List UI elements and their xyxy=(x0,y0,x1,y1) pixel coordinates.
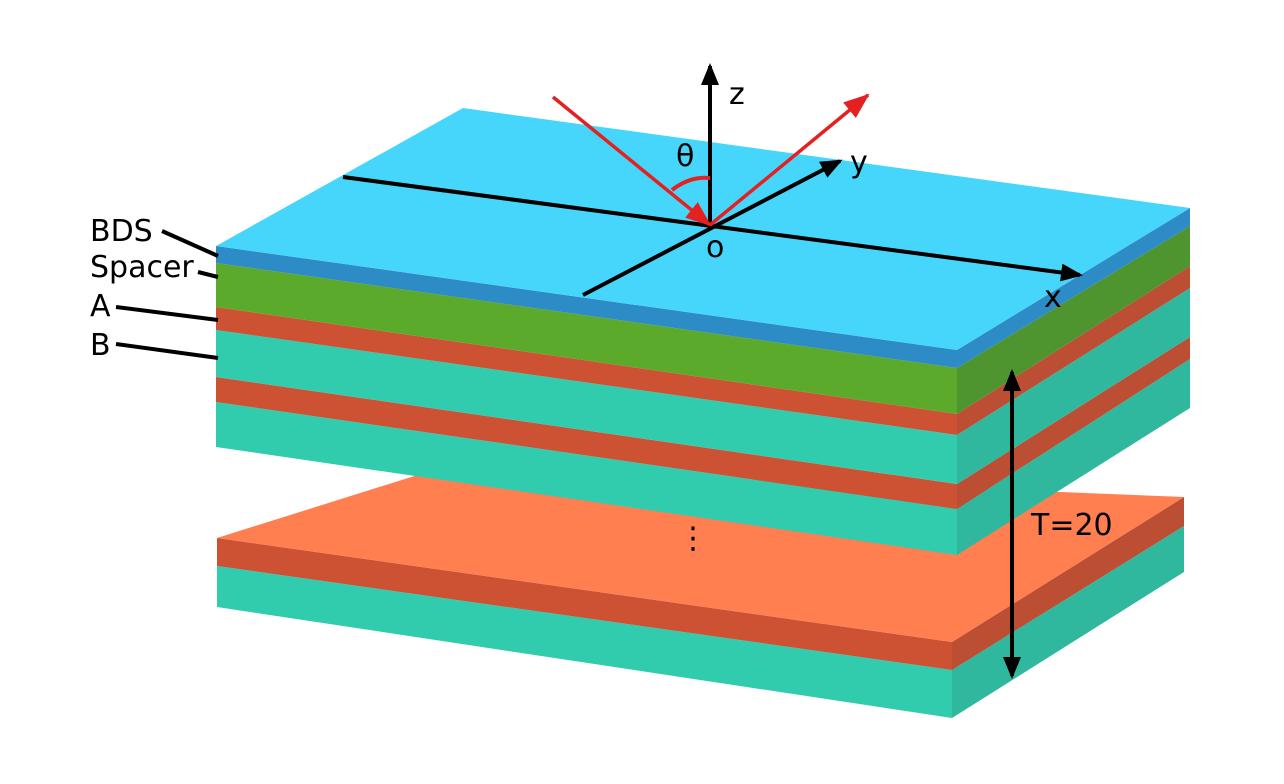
b-leader xyxy=(115,342,219,360)
b-label: B xyxy=(90,328,111,363)
layer-labels: BDS Spacer A B xyxy=(90,214,219,363)
spacer-layer-front xyxy=(216,263,957,414)
b2-layer-side xyxy=(957,359,1190,555)
spacer-layer-side xyxy=(957,226,1190,414)
z-axis-label: z xyxy=(729,77,745,112)
y-axis-label: y xyxy=(850,145,868,180)
a2-layer-front xyxy=(216,377,957,509)
theta-label: θ xyxy=(676,139,694,174)
bds-layer-front xyxy=(216,246,957,368)
x-axis-label: x xyxy=(1044,280,1062,315)
ellipsis-mark: ⋮ xyxy=(678,521,708,556)
b1-layer-side xyxy=(957,288,1190,484)
y-axis-line xyxy=(582,159,843,297)
bds-label: BDS xyxy=(90,214,153,249)
bds-leader xyxy=(161,229,219,258)
spacer-label: Spacer xyxy=(90,250,194,285)
bottom-a-layer-front xyxy=(217,538,952,670)
theta-arc xyxy=(670,175,711,192)
upper-stack xyxy=(216,108,1190,555)
bottom-b-layer-front xyxy=(217,566,952,718)
coordinate-axes: z y x o θ xyxy=(342,63,1083,315)
spacer-leader xyxy=(197,270,219,279)
period-dimension: T=20 xyxy=(1003,369,1113,679)
incident-ray xyxy=(551,95,712,227)
b2-layer-front xyxy=(216,402,957,555)
bds-layer-side xyxy=(957,208,1190,368)
origin-label: o xyxy=(706,230,724,265)
bds-top-face xyxy=(216,108,1190,350)
reflected-ray xyxy=(708,93,870,227)
period-label: T=20 xyxy=(1030,508,1113,543)
b1-layer-front xyxy=(216,330,957,484)
a2-layer-side xyxy=(957,337,1190,509)
a1-layer-front xyxy=(216,307,957,435)
a-leader xyxy=(115,305,219,322)
a-label: A xyxy=(90,289,111,324)
a1-layer-side xyxy=(957,266,1190,435)
